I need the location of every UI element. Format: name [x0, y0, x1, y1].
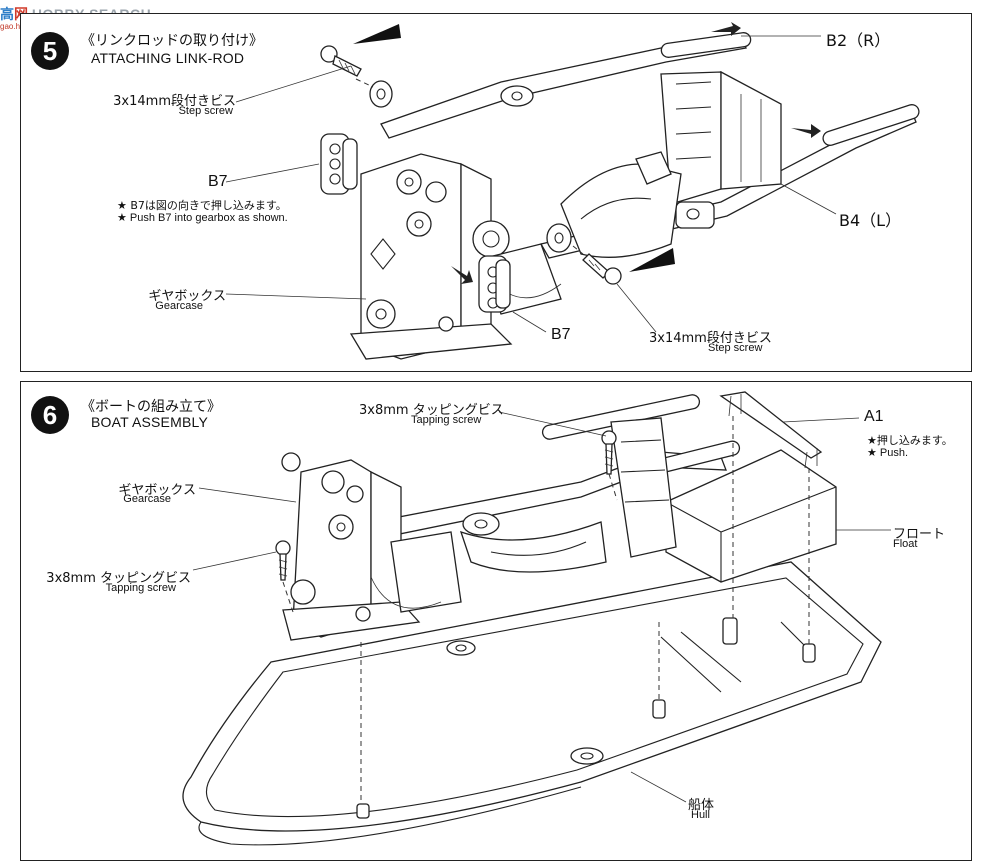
step5-b7-label: B7: [208, 173, 228, 190]
step6-a1-note-en: ★ Push.: [867, 447, 909, 459]
step6-float-label-jp: フロート: [893, 527, 946, 542]
motor-cradle-shape: [560, 151, 682, 258]
leader-lines-5: [225, 35, 837, 333]
step5-b4-label: B4（L）: [839, 211, 902, 230]
chassis-frame-shape: [319, 394, 741, 573]
tapping-screw-top-shape: [601, 430, 617, 475]
step6-tap-top-label-jp: 3x8mm タッピングビス: [359, 403, 504, 418]
step6-gearcase-label-jp: ギヤボックス: [118, 483, 196, 498]
step5-b7-note-en: ★ Push B7 into gearbox as shown.: [117, 212, 288, 224]
step5-screw-top-label-jp: 3x14mm段付きビス: [113, 94, 236, 109]
step5-b2-label: B2（R）: [826, 31, 891, 50]
b7-part-lower-shape: [478, 255, 511, 313]
step6-number-badge: 6: [31, 396, 69, 434]
step5-b7-note-jp: ★ B7は図の向きで押し込みます。: [117, 199, 287, 212]
step6-hull-label-jp: 船体: [688, 798, 715, 813]
step5-screw-top-label-en: Step screw: [178, 105, 233, 117]
step5-panel: 5 《リンクロッドの取り付け》 ATTACHING LINK-ROD: [20, 13, 972, 372]
float-shape: [665, 449, 837, 583]
step5-screw-bottom-label-en: Step screw: [708, 342, 763, 354]
alignment-lines-6: [282, 416, 810, 804]
frame-tower-shape: [660, 70, 782, 205]
hull-shape: [182, 561, 882, 846]
step6-hull-label-en: Hull: [691, 809, 710, 821]
step6-title-jp: 《ボートの組み立て》: [81, 399, 221, 415]
step6-tap-left-label-en: Tapping screw: [105, 582, 176, 594]
a1-bracket-shape: [719, 391, 823, 469]
step-screw-top-shape: [320, 24, 401, 108]
step5-screw-bottom-label-jp: 3x14mm段付きビス: [649, 331, 772, 346]
step6-tap-top-label-en: Tapping screw: [411, 414, 482, 426]
tapping-screw-left-shape: [275, 540, 291, 581]
step5-gearcase-label-en: Gearcase: [155, 300, 203, 312]
step6-drawing: [182, 391, 891, 846]
step5-b7-lower-label: B7: [551, 326, 571, 343]
step6-tap-left-label-jp: 3x8mm タッピングビス: [46, 571, 191, 586]
step5-title-en: ATTACHING LINK-ROD: [91, 50, 245, 66]
step6-panel: 6 《ボートの組み立て》 BOAT ASSEMBLY: [20, 381, 972, 861]
push-arrows-shape: [451, 22, 821, 284]
step6-title-en: BOAT ASSEMBLY: [91, 414, 208, 430]
step5-title-jp: 《リンクロッドの取り付け》: [81, 33, 263, 49]
step6-a1-label: A1: [864, 408, 884, 425]
leader-lines-6: [192, 411, 891, 803]
b7-part-upper-shape: [320, 133, 358, 195]
step6-gearcase-label-en: Gearcase: [123, 493, 171, 505]
gearbox-shape: [349, 153, 513, 360]
step5-drawing: [225, 22, 920, 360]
watermark-char-a: 高: [0, 7, 14, 23]
gearbox-shape-6: [281, 452, 462, 641]
step6-float-label-en: Float: [893, 538, 918, 550]
step5-gearcase-label-jp: ギヤボックス: [148, 289, 226, 304]
step6-a1-note-jp: ★押し込みます。: [867, 434, 953, 447]
step5-number-badge: 5: [31, 32, 69, 70]
link-rod-b2-shape: [380, 32, 752, 139]
step-screw-bottom-shape: [546, 223, 675, 285]
